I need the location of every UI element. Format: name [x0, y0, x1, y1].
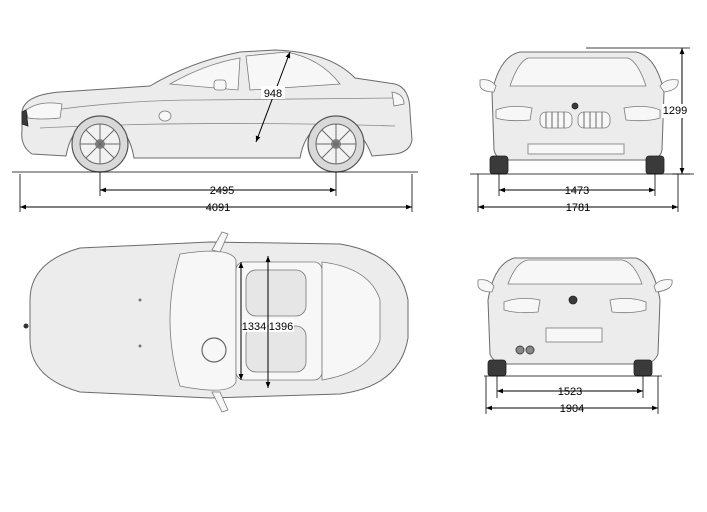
dim-width-front: 1781 [566, 202, 590, 214]
front-view: 1299 1473 1781 [470, 47, 694, 214]
dim-height-948: 948 [264, 88, 282, 100]
dim-overall-height: 1299 [663, 105, 687, 117]
dim-seat-width-right: 1396 [269, 321, 293, 333]
rear-view: 1523 1904 [477, 257, 673, 415]
dim-length: 4091 [206, 202, 230, 214]
top-view: 1334 1396 [23, 231, 409, 413]
rear-wheel-side [307, 115, 365, 173]
side-view: 948 2495 4091 [12, 49, 418, 214]
front-wheel-side [71, 115, 129, 173]
dim-wheelbase: 2495 [210, 185, 234, 197]
dim-seat-width-left: 1334 [242, 321, 266, 333]
dim-rear-track: 1523 [558, 386, 582, 398]
dim-front-track: 1473 [565, 185, 589, 197]
dim-width-rear: 1904 [560, 403, 584, 415]
